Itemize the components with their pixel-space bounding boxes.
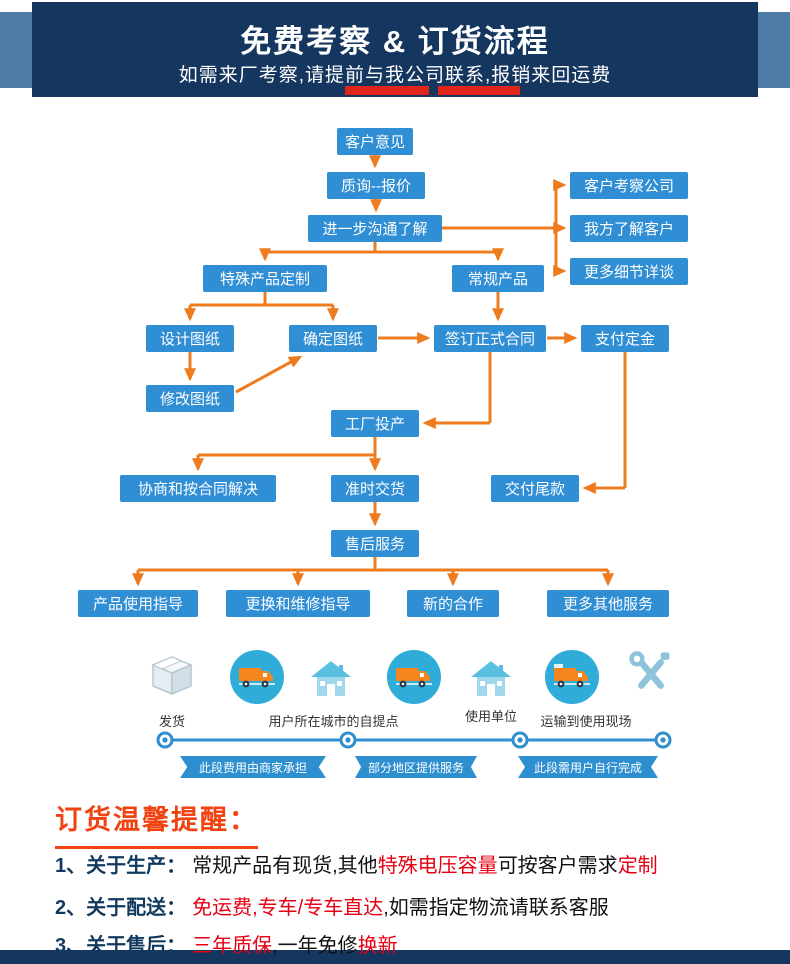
ribbon-user-complete: 此段需用户自行完成: [518, 756, 658, 778]
flow-node-inquiry-quote: 质询--报价: [327, 172, 425, 199]
flow-node-factory-production: 工厂投产: [331, 410, 419, 437]
transport-truck-icon: [543, 648, 601, 711]
reminder-item-label: 3、关于售后：: [55, 935, 187, 957]
footer-bar: [0, 950, 790, 964]
reminder-item-production: 1、关于生产：常规产品有现货,其他特殊电压容量可按客户需求定制: [55, 849, 658, 878]
reminder-item-delivery: 2、关于配送：免运费,专车/专车直达,如需指定物流请联系客服: [55, 891, 609, 920]
logistics-timeline: [156, 731, 672, 749]
reminder-item-label: 1、关于生产：: [55, 855, 187, 877]
pickup-house-icon: [308, 658, 354, 709]
flow-node-revise-drawing: 修改图纸: [146, 385, 234, 412]
flow-node-negotiate-per-contract: 协商和按合同解决: [120, 475, 276, 502]
red-accent-bar: [345, 86, 429, 95]
flow-node-further-communication: 进一步沟通了解: [308, 215, 442, 242]
flow-node-customer-opinion: 客户意见: [337, 128, 413, 155]
flow-node-after-sales-service: 售后服务: [331, 530, 419, 557]
logistics-label-user-unit: 使用单位: [464, 709, 517, 724]
flow-node-sign-contract: 签订正式合同: [434, 325, 546, 352]
reminder-item-text: 三年质保,一年免修换新: [192, 935, 398, 957]
company-house-icon: [468, 658, 514, 709]
flow-node-pay-deposit: 支付定金: [581, 325, 669, 352]
flow-node-standard-product: 常规产品: [452, 265, 544, 292]
flow-node-custom-product: 特殊产品定制: [203, 265, 327, 292]
delivery-truck-icon: [385, 648, 443, 711]
flow-node-more-details-discussion: 更多细节详谈: [570, 258, 688, 285]
flow-node-design-drawing: 设计图纸: [146, 325, 234, 352]
ribbon-partial-service: 部分地区提供服务: [355, 756, 477, 778]
reminder-title: 订货温馨提醒：: [55, 798, 258, 849]
reminder-item-text: 免运费,专车/专车直达,如需指定物流请联系客服: [192, 897, 609, 919]
header-banner: 免费考察 & 订货流程 如需来厂考察,请提前与我公司联系,报销来回运费: [32, 2, 758, 97]
flow-node-replacement-repair-guidance: 更换和维修指导: [226, 590, 370, 617]
reminder-item-after-sales: 3、关于售后：三年质保,一年免修换新: [55, 929, 398, 958]
flow-node-new-cooperation: 新的合作: [407, 590, 499, 617]
flow-node-product-usage-guidance: 产品使用指导: [78, 590, 198, 617]
ribbon-merchant-cost: 此段费用由商家承担: [180, 756, 326, 778]
logistics-label-pickup-point: 用户所在城市的自提点: [268, 714, 399, 729]
flow-node-more-other-services: 更多其他服务: [547, 590, 669, 617]
flow-node-customer-visit-company: 客户考察公司: [570, 172, 688, 199]
delivery-truck-icon: [228, 648, 286, 711]
page-subtitle: 如需来厂考察,请提前与我公司联系,报销来回运费: [178, 65, 612, 86]
reminder-item-label: 2、关于配送：: [55, 897, 187, 919]
package-icon: [148, 652, 196, 705]
red-accent-bar: [438, 86, 520, 95]
flow-node-on-time-delivery: 准时交货: [331, 475, 419, 502]
logistics-label-shipping: 发货: [158, 714, 185, 729]
page-title: 免费考察 & 订货流程: [240, 24, 550, 59]
flow-node-we-understand-customer: 我方了解客户: [570, 215, 688, 242]
logistics-label-transport-site: 运输到使用现场: [540, 714, 632, 729]
flow-node-confirm-drawing: 确定图纸: [289, 325, 377, 352]
reminder-item-text: 常规产品有现货,其他特殊电压容量可按客户需求定制: [192, 855, 658, 877]
tools-icon: [625, 648, 677, 705]
flow-node-pay-balance: 交付尾款: [491, 475, 579, 502]
